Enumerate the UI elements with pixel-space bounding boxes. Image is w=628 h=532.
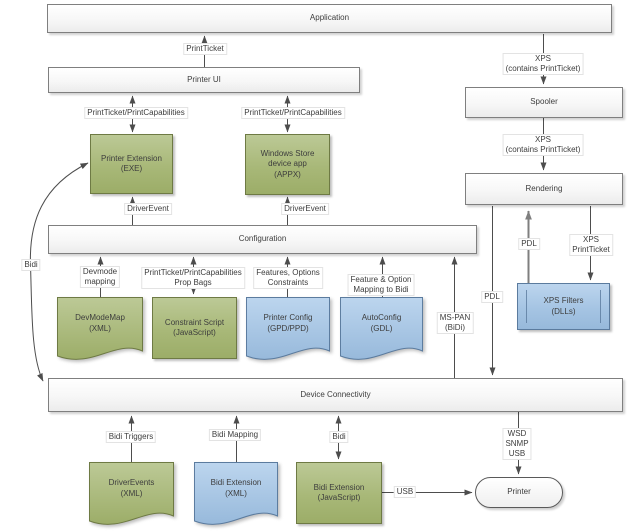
constraint-script-box: Constraint Script (JavaScript) — [152, 297, 237, 359]
printer-config-line1: Printer Config — [263, 313, 313, 323]
constraint-script-line1: Constraint Script — [164, 317, 225, 327]
autoconfig-line1: AutoConfig — [361, 313, 402, 323]
devmodemap-doc: DevModeMap (XML) — [57, 297, 143, 363]
rendering-box: Rendering — [465, 173, 623, 205]
label-xps-printticket: XPS PrintTicket — [569, 234, 613, 256]
label-wsd-snmp-usb: WSD SNMP USB — [502, 428, 532, 460]
label-feature-option-mapping: Feature & Option Mapping to Bidi — [347, 274, 415, 296]
printer-extension-line2: (EXE) — [120, 164, 143, 173]
printer-extension-box: Printer Extension (EXE) — [90, 134, 173, 194]
printer-ui-label: Printer UI — [187, 74, 221, 84]
label-xps-contains-2: XPS (contains PrintTicket) — [502, 134, 584, 156]
label-bidi-triggers: Bidi Triggers — [105, 431, 157, 443]
xps-filters-line1: XPS Filters — [543, 296, 584, 306]
document-shape — [89, 462, 174, 525]
device-connectivity-box: Device Connectivity — [48, 378, 623, 412]
xps-filters-inner-line-left — [526, 290, 527, 323]
windows-store-line1: Windows Store — [260, 148, 315, 158]
printer-box: Printer — [475, 477, 563, 508]
label-pdl-down: PDL — [481, 291, 503, 303]
bidi-extension-xml-doc: Bidi Extension (XML) — [194, 462, 278, 528]
rendering-label: Rendering — [525, 183, 563, 193]
printer-label: Printer — [507, 487, 531, 497]
printer-config-line2: (GPD/PPD) — [267, 324, 309, 333]
label-xps-contains-1: XPS (contains PrintTicket) — [502, 53, 584, 75]
driverevents-line2: (XML) — [120, 489, 143, 498]
label-ms-pan: MS-PAN (BiDi) — [436, 312, 474, 334]
label-ptpc-left: PrintTicket/PrintCapabilities — [84, 107, 188, 119]
printer-ui-box: Printer UI — [48, 67, 360, 93]
label-ptpc-right: PrintTicket/PrintCapabilities — [241, 107, 345, 119]
driverevents-doc: DriverEvents (XML) — [89, 462, 174, 528]
printer-extension-line1: Printer Extension — [101, 153, 162, 163]
bidi-extension-xml-line2: (XML) — [225, 489, 247, 498]
label-usb: USB — [393, 486, 417, 498]
xps-filters-inner-line-right — [600, 290, 601, 323]
windows-store-app-box: Windows Store device app (APPX) — [245, 134, 330, 195]
xps-filters-line2: (DLLs) — [551, 306, 576, 316]
document-shape — [246, 297, 330, 360]
configuration-label: Configuration — [238, 234, 287, 244]
label-printticket: PrintTicket — [183, 43, 227, 55]
bidi-extension-js-line2: (JavaScript) — [317, 493, 361, 502]
constraint-script-line2: (JavaScript) — [173, 328, 216, 337]
label-pdl-up: PDL — [518, 238, 540, 250]
application-label: Application — [309, 13, 350, 23]
spooler-label: Spooler — [530, 97, 558, 107]
application-box: Application — [47, 4, 612, 33]
label-bidi-curve: Bidi — [21, 259, 41, 271]
xps-filters-box: XPS Filters (DLLs) — [517, 283, 610, 330]
document-shape — [340, 297, 423, 360]
spooler-box: Spooler — [465, 87, 623, 118]
driverevents-line1: DriverEvents — [108, 478, 155, 488]
label-driverevent-right: DriverEvent — [281, 203, 329, 215]
printer-config-doc: Printer Config (GPD/PPD) — [246, 297, 330, 363]
devmodemap-line2: (XML) — [89, 324, 111, 333]
autoconfig-line2: (GDL) — [370, 324, 393, 333]
autoconfig-doc: AutoConfig (GDL) — [340, 297, 423, 363]
configuration-box: Configuration — [48, 225, 477, 254]
windows-store-line2: device app — [268, 159, 307, 169]
bidi-extension-js-box: Bidi Extension (JavaScript) — [296, 462, 382, 524]
document-shape — [194, 462, 278, 525]
label-ptpc-prop-bags: PrintTicket/PrintCapabilities Prop Bags — [141, 267, 245, 289]
bidi-extension-js-line1: Bidi Extension — [313, 482, 365, 492]
label-bidi-bottom: Bidi — [329, 431, 349, 443]
windows-store-line3: (APPX) — [274, 169, 301, 179]
label-devmode-mapping: Devmode mapping — [79, 266, 121, 288]
bidi-extension-xml-line1: Bidi Extension — [210, 478, 262, 488]
devmodemap-line1: DevModeMap — [75, 313, 125, 323]
label-bidi-mapping: Bidi Mapping — [208, 429, 262, 441]
label-driverevent-left: DriverEvent — [124, 203, 172, 215]
device-connectivity-label: Device Connectivity — [300, 389, 371, 399]
label-features-options: Features, Options Constraints — [253, 267, 323, 289]
